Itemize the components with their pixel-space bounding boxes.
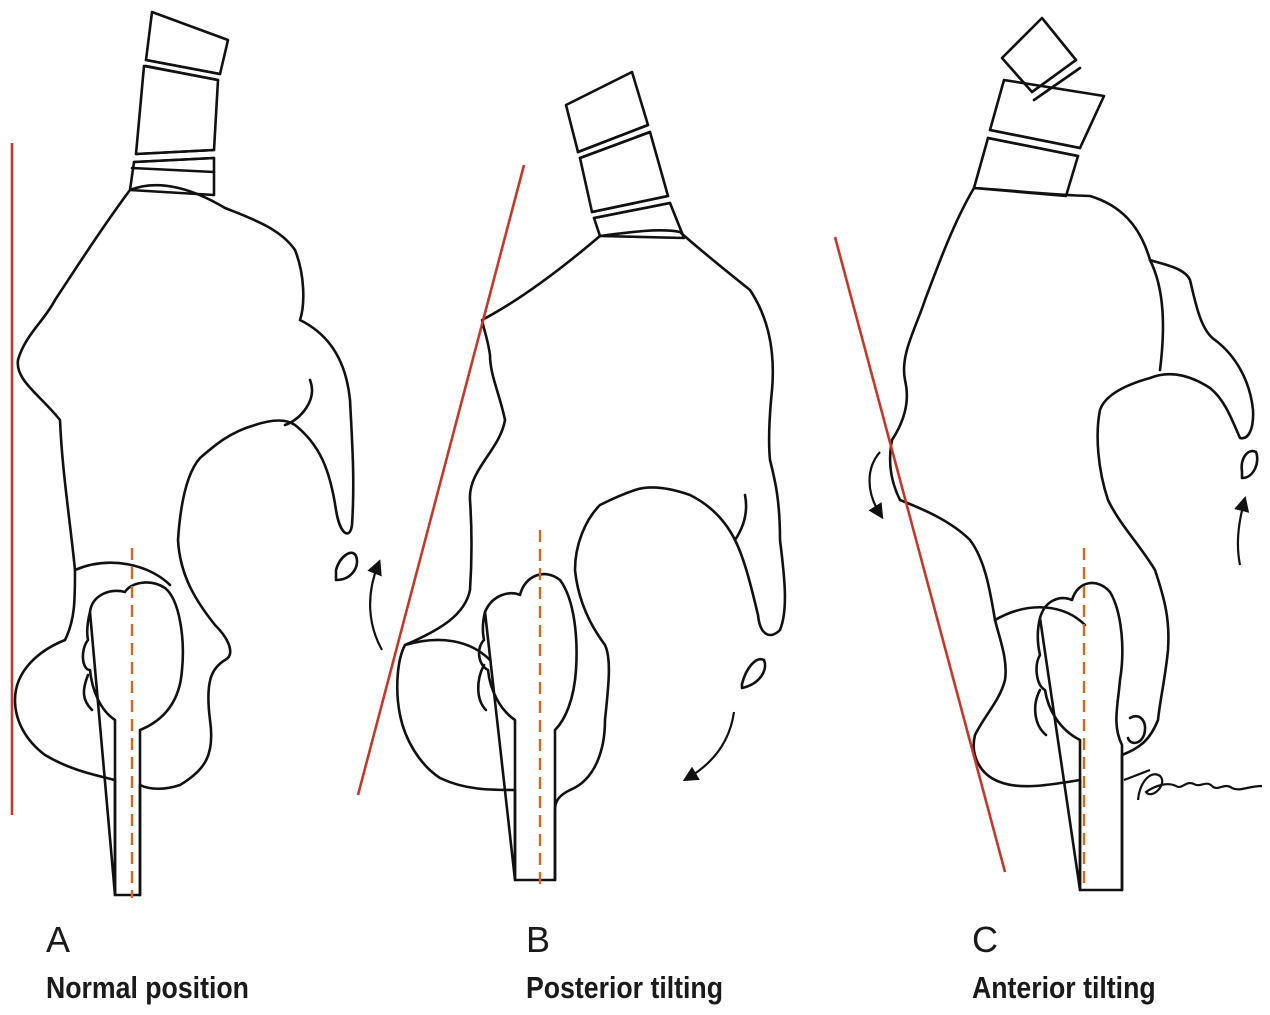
panel-b-rotation-arrow (688, 712, 734, 778)
panel-a-pelvis-outline (15, 185, 353, 895)
panel-a-letter: A (46, 922, 70, 958)
panel-b-trochanter (478, 665, 486, 710)
panel-a-lumbar-spine (130, 12, 228, 195)
panel-c-artist-signature (1124, 770, 1262, 800)
panel-b-pelvis-outline (397, 230, 785, 880)
panel-b-sacral-line (735, 495, 746, 540)
panel-c-sacral-line (1150, 260, 1163, 370)
panel-c-small-knob (1128, 716, 1145, 743)
panel-a-sacral-line (285, 380, 312, 425)
panel-c-rotation-arrow-left (870, 452, 881, 514)
panel-a-coccyx (336, 553, 357, 580)
panel-c-letter: C (972, 922, 998, 958)
panel-a-obturator-arc (75, 563, 170, 585)
panel-b-caption: Posterior tilting (526, 972, 723, 1003)
panel-b-letter: B (526, 922, 550, 958)
panel-c-caption: Anterior tilting (972, 972, 1156, 1003)
panel-c-rotation-arrow-right (1238, 502, 1244, 565)
panel-b-drawing (358, 72, 785, 884)
panel-a-rotation-arrow (370, 565, 382, 650)
panel-c-trochanter (1035, 690, 1046, 735)
panel-a-caption: Normal position (46, 972, 249, 1003)
panel-c-femoral-head (1037, 583, 1123, 890)
panel-c-drawing (835, 18, 1262, 890)
panel-a-drawing (12, 12, 382, 898)
panel-c-lumbar-spine (974, 18, 1104, 196)
panel-b-femoral-head (479, 574, 576, 880)
panel-c-coccyx (1242, 451, 1258, 478)
panel-b-obturator-arc (405, 640, 490, 660)
panel-b-reference-line (358, 165, 524, 795)
panel-b-lumbar-spine (566, 72, 684, 238)
panel-b-coccyx (742, 659, 765, 688)
